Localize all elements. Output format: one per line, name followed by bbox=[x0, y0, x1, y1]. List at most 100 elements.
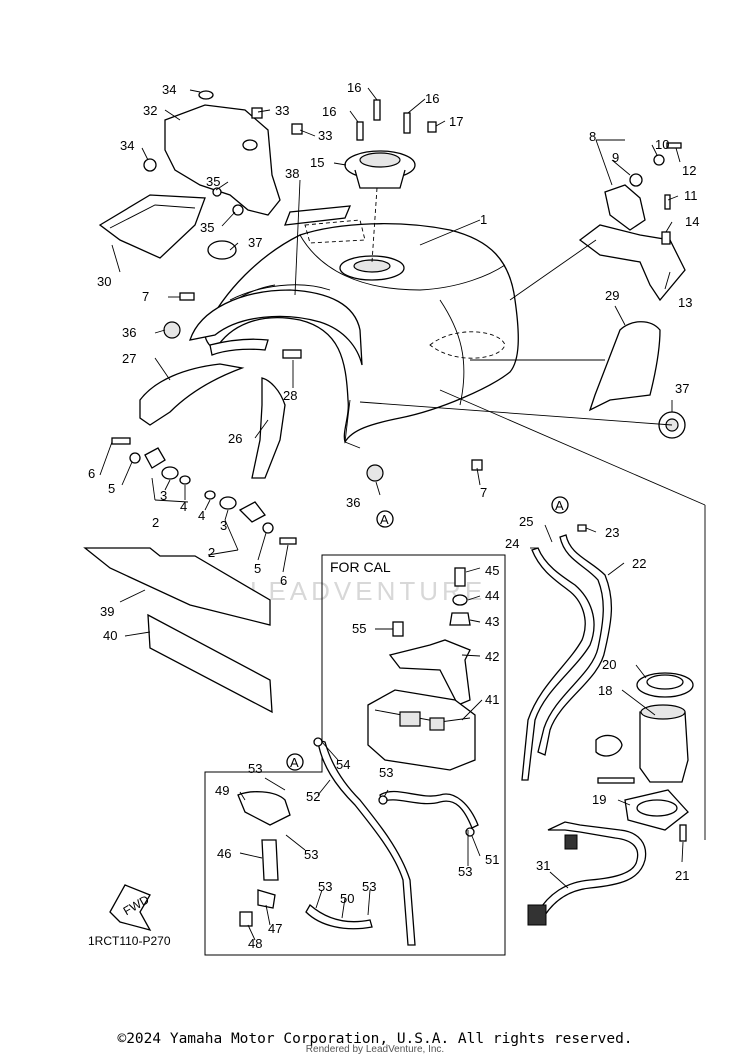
callout-25: 25 bbox=[519, 514, 533, 529]
copyright-notice: ©2024 Yamaha Motor Corporation, U.S.A. A… bbox=[117, 1031, 633, 1047]
callout-53: 53 bbox=[248, 761, 262, 776]
callout-37: 37 bbox=[675, 381, 689, 396]
callout-2: 2 bbox=[208, 545, 215, 560]
part-37-ring bbox=[207, 240, 237, 260]
front-cover bbox=[143, 90, 303, 216]
fuel-hoses bbox=[521, 524, 613, 781]
callout-2: 2 bbox=[152, 515, 159, 530]
callout-7: 7 bbox=[142, 289, 149, 304]
part-28 bbox=[282, 349, 302, 359]
callout-38: 38 bbox=[285, 166, 299, 181]
for-cal-box: FOR CAL bbox=[204, 554, 506, 956]
reference-mark-a-1: A bbox=[376, 510, 394, 528]
callout-41: 41 bbox=[485, 692, 499, 707]
fuel-tank bbox=[204, 219, 519, 449]
callout-35: 35 bbox=[200, 220, 214, 235]
side-guard-26 bbox=[251, 377, 286, 479]
callout-30: 30 bbox=[97, 274, 111, 289]
side-panel-30 bbox=[98, 194, 206, 259]
callout-40: 40 bbox=[103, 628, 117, 643]
filler-cap-assembly bbox=[344, 99, 437, 263]
callout-35: 35 bbox=[206, 174, 220, 189]
callout-17: 17 bbox=[449, 114, 463, 129]
pad-39 bbox=[83, 547, 271, 626]
callout-4: 4 bbox=[198, 508, 205, 523]
callout-16: 16 bbox=[425, 91, 439, 106]
part-38 bbox=[284, 205, 352, 226]
callout-15: 15 bbox=[310, 155, 324, 170]
callout-6: 6 bbox=[88, 466, 95, 481]
callout-labels: 1 2 2 3 3 4 4 5 5 6 6 7 7 8 9 10 11 12 1… bbox=[88, 80, 699, 951]
callout-34: 34 bbox=[120, 138, 134, 153]
reference-mark-label: A bbox=[380, 512, 389, 527]
diagram-code: 1RCT110-P270 bbox=[88, 934, 171, 948]
callout-20: 20 bbox=[602, 657, 616, 672]
callout-21: 21 bbox=[675, 868, 689, 883]
callout-55: 55 bbox=[352, 621, 366, 636]
callout-42: 42 bbox=[485, 649, 499, 664]
for-cal-title: FOR CAL bbox=[330, 559, 391, 575]
fuel-line-31 bbox=[527, 821, 647, 926]
callout-33: 33 bbox=[318, 128, 332, 143]
callout-31: 31 bbox=[536, 858, 550, 873]
callout-52: 52 bbox=[306, 789, 320, 804]
reference-mark-label: A bbox=[290, 755, 299, 770]
callout-11: 11 bbox=[684, 188, 698, 203]
callout-34: 34 bbox=[162, 82, 176, 97]
callout-9: 9 bbox=[612, 150, 619, 165]
callout-46: 46 bbox=[217, 846, 231, 861]
callout-12: 12 bbox=[682, 163, 696, 178]
side-guard-27 bbox=[139, 363, 245, 426]
callout-18: 18 bbox=[598, 683, 612, 698]
callout-14: 14 bbox=[685, 214, 699, 229]
callout-16: 16 bbox=[322, 104, 336, 119]
callout-1: 1 bbox=[480, 212, 487, 227]
callout-3: 3 bbox=[160, 488, 167, 503]
callout-51: 51 bbox=[485, 852, 499, 867]
callout-32: 32 bbox=[143, 103, 157, 118]
callout-7: 7 bbox=[480, 485, 487, 500]
side-panel-29 bbox=[588, 321, 661, 412]
callout-53: 53 bbox=[362, 879, 376, 894]
callout-53: 53 bbox=[318, 879, 332, 894]
callout-54: 54 bbox=[336, 757, 350, 772]
callout-50: 50 bbox=[340, 891, 354, 906]
callout-48: 48 bbox=[248, 936, 262, 951]
callout-10: 10 bbox=[655, 137, 669, 152]
leader-lines bbox=[99, 87, 706, 941]
right-bracket-assembly bbox=[578, 142, 686, 302]
callout-49: 49 bbox=[215, 783, 229, 798]
callout-53: 53 bbox=[458, 864, 472, 879]
callout-4: 4 bbox=[180, 499, 187, 514]
callout-36: 36 bbox=[122, 325, 136, 340]
callout-27: 27 bbox=[122, 351, 136, 366]
callout-23: 23 bbox=[605, 525, 619, 540]
callout-36: 36 bbox=[346, 495, 360, 510]
callout-43: 43 bbox=[485, 614, 499, 629]
callout-19: 19 bbox=[592, 792, 606, 807]
callout-6: 6 bbox=[280, 573, 287, 588]
fuel-pump-assembly bbox=[595, 672, 694, 842]
callout-16: 16 bbox=[347, 80, 361, 95]
callout-24: 24 bbox=[505, 536, 519, 551]
callout-47: 47 bbox=[268, 921, 282, 936]
callout-33: 33 bbox=[275, 103, 289, 118]
callout-28: 28 bbox=[283, 388, 297, 403]
left-mount-hardware bbox=[111, 292, 483, 556]
callout-53: 53 bbox=[304, 847, 318, 862]
reference-mark-label: A bbox=[555, 498, 564, 513]
callout-26: 26 bbox=[228, 431, 242, 446]
callout-37: 37 bbox=[248, 235, 262, 250]
callout-29: 29 bbox=[605, 288, 619, 303]
callout-45: 45 bbox=[485, 563, 499, 578]
callout-44: 44 bbox=[485, 588, 499, 603]
reference-mark-a-3: A bbox=[286, 753, 304, 771]
tank-rail bbox=[189, 289, 363, 366]
watermark-text: LEADVENTURE bbox=[250, 576, 486, 606]
pad-40 bbox=[147, 613, 273, 714]
callout-3: 3 bbox=[220, 518, 227, 533]
callout-39: 39 bbox=[100, 604, 114, 619]
callout-5: 5 bbox=[108, 481, 115, 496]
callout-13: 13 bbox=[678, 295, 692, 310]
reference-mark-a-2: A bbox=[551, 496, 569, 514]
